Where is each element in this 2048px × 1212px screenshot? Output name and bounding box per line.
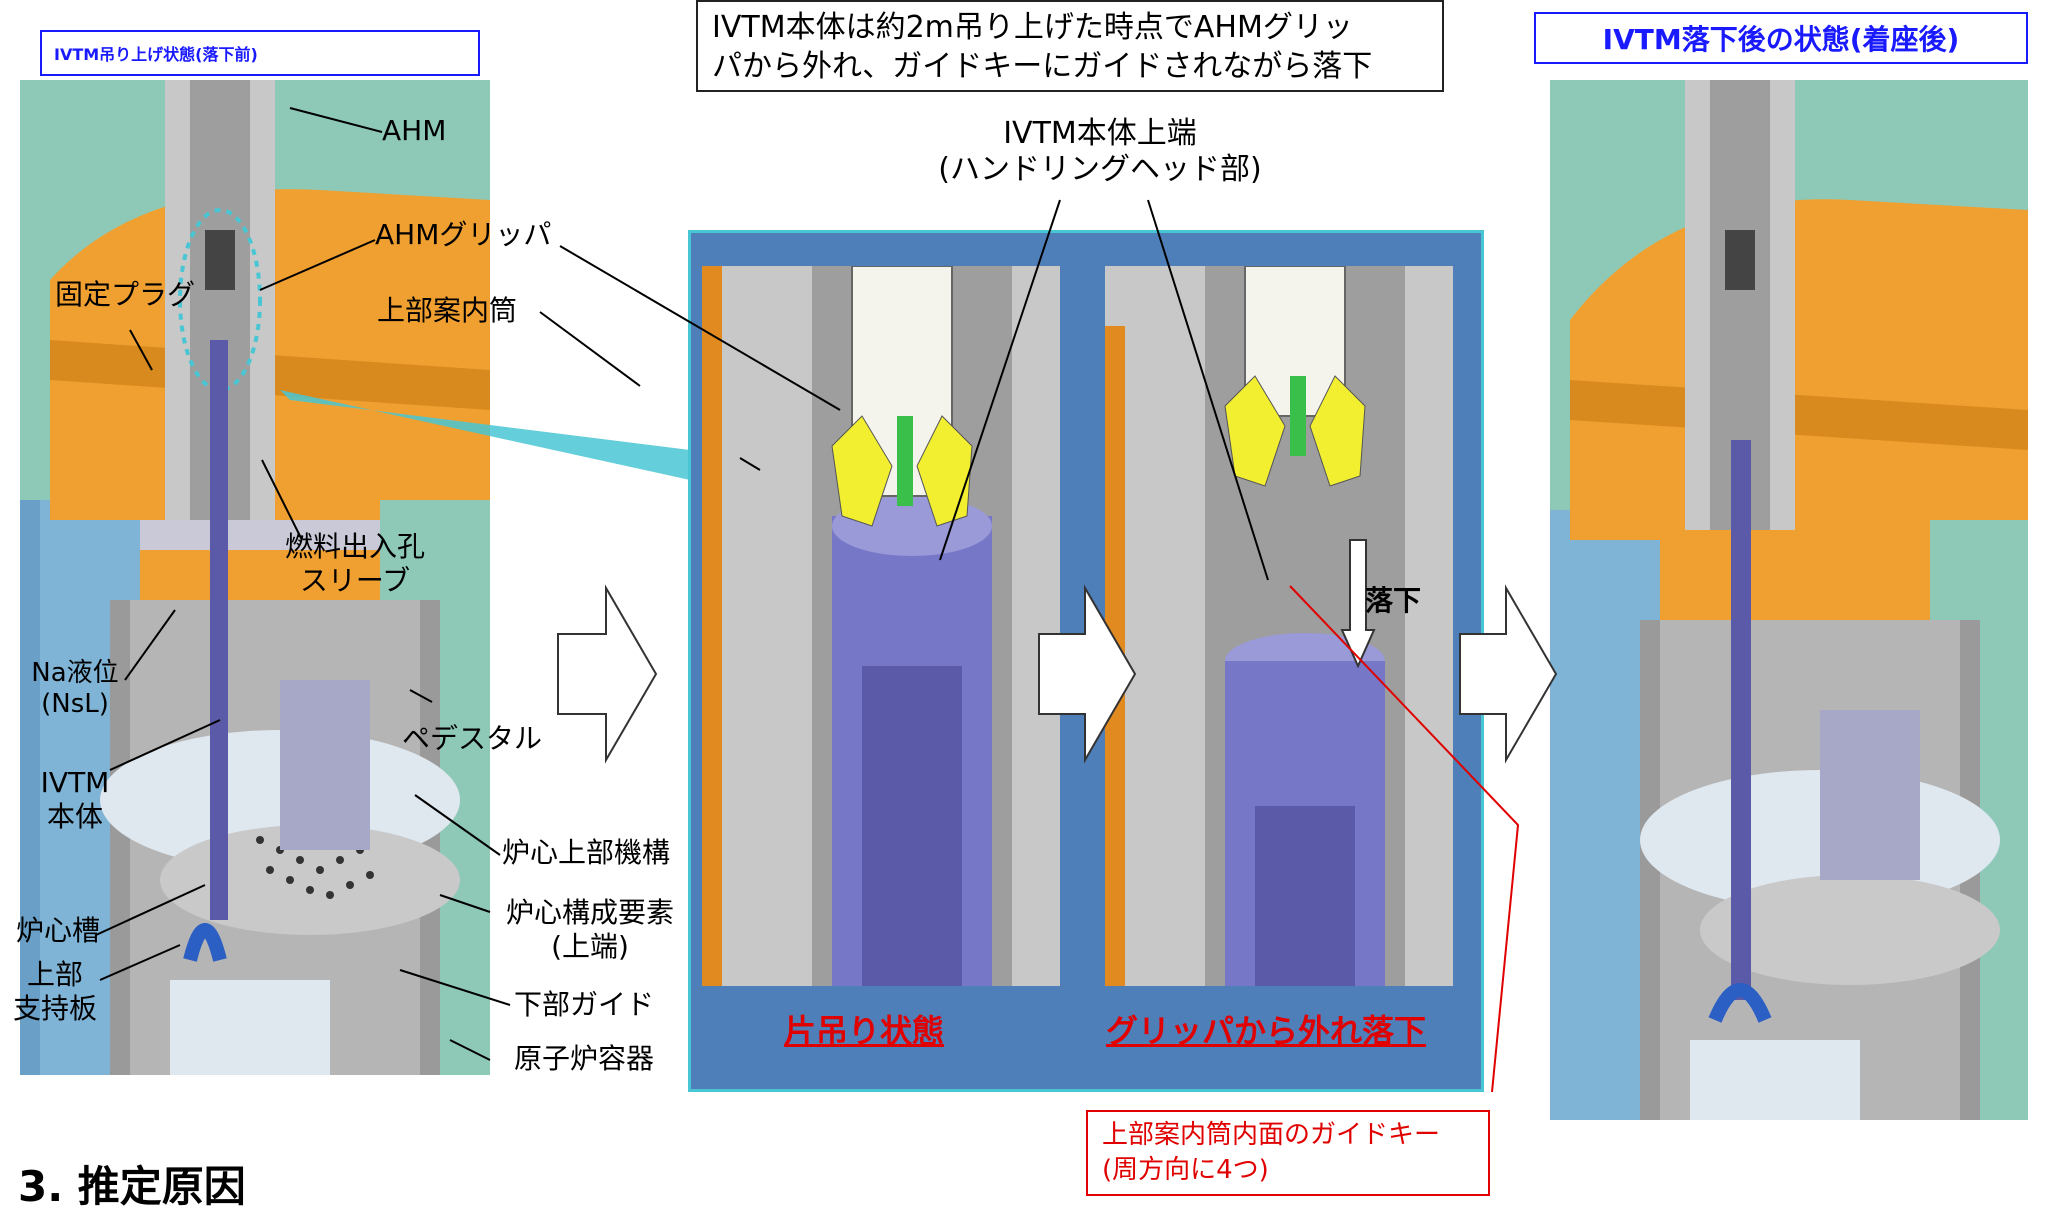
head-label-line1: IVTM本体上端 [1003, 116, 1197, 151]
detail-image-one-side [702, 266, 1060, 986]
detail-image-drop [1105, 266, 1453, 986]
label-core-upper-structure: 炉心上部機構 [502, 836, 671, 869]
label-ivtm-line1: IVTM [40, 766, 110, 799]
head-label: IVTM本体上端 (ハンドリングヘッド部) [915, 116, 1285, 188]
right-arrow-icon [557, 584, 658, 764]
label-na-level: Na液位 (NsL) [20, 658, 130, 720]
label-upper-support-line2: 支持板 [12, 991, 97, 1025]
state-one-side: 片吊り状態 [784, 1012, 945, 1050]
label-sleeve-line1: 燃料出入孔 [284, 530, 425, 563]
label-upper-guide-tube: 上部案内筒 [377, 294, 518, 327]
label-core-element-line2: (上端) [551, 929, 629, 963]
label-lower-guide: 下部ガイド [514, 988, 655, 1021]
label-na-level-line2: (NsL) [41, 689, 109, 720]
label-sleeve-line2: スリーブ [299, 563, 411, 597]
label-core-element-line1: 炉心構成要素 [505, 896, 674, 929]
top-caption-line2: パから外れ、ガイドキーにガイドされながら落下 [712, 49, 1373, 84]
guide-key-line1: 上部案内筒内面のガイドキー [1102, 1120, 1441, 1150]
down-arrow-icon [1340, 539, 1376, 668]
label-fall: 落下 [1365, 584, 1422, 617]
label-upper-support-line1: 上部 [26, 958, 83, 991]
guide-key-note: 上部案内筒内面のガイドキー (周方向に4つ) [1086, 1110, 1490, 1197]
top-caption-line1: IVTM本体は約2m吊り上げた時点でAHMグリッ [712, 10, 1353, 45]
guide-key-line2: (周方向に4つ) [1102, 1155, 1269, 1186]
label-pedestal: ペデスタル [402, 722, 543, 755]
right-title: IVTM落下後の状態(着座後) [1534, 12, 2028, 64]
label-na-level-line1: Na液位 [31, 658, 119, 688]
label-core-element: 炉心構成要素 (上端) [490, 896, 690, 963]
left-cutaway-image [20, 80, 490, 1075]
state-drop: グリッパから外れ落下 [1106, 1012, 1427, 1050]
label-reactor-vessel: 原子炉容器 [514, 1042, 655, 1075]
label-upper-support: 上部 支持板 [5, 958, 105, 1025]
left-title: IVTM吊り上げ状態(落下前) [40, 30, 480, 76]
label-sleeve: 燃料出入孔 スリーブ [280, 530, 430, 597]
right-cutaway-image [1550, 80, 2028, 1120]
label-fixed-plug: 固定プラグ [55, 278, 196, 311]
label-ahm-gripper: AHMグリッパ [375, 218, 552, 251]
head-label-line2: (ハンドリングヘッド部) [938, 152, 1262, 187]
section-heading: 3. 推定原因 [18, 1162, 246, 1211]
label-ivtm-line2: 本体 [46, 799, 103, 833]
right-arrow-icon [1459, 584, 1558, 764]
label-ivtm: IVTM 本体 [20, 766, 130, 833]
top-caption: IVTM本体は約2m吊り上げた時点でAHMグリッ パから外れ、ガイドキーにガイド… [696, 0, 1444, 92]
right-arrow-icon [1038, 584, 1137, 764]
label-core-tank: 炉心槽 [16, 914, 101, 947]
label-ahm: AHM [382, 114, 447, 147]
